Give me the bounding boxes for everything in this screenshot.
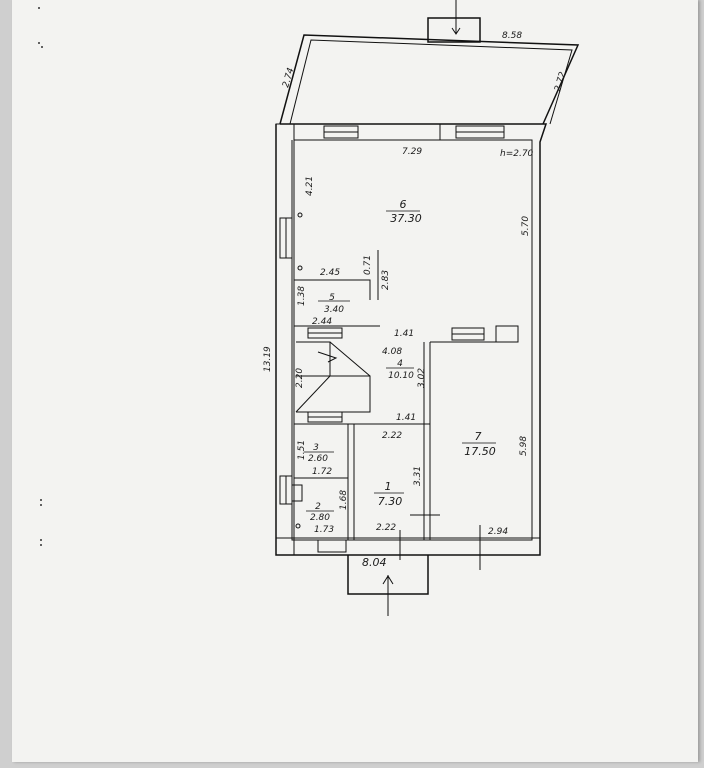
room1-top-dim: 2.22 (382, 431, 402, 441)
room1-right-dim: 3.31 (413, 466, 423, 486)
ceiling-height: h=2.70 (500, 149, 534, 159)
terrace-width: 8.58 (502, 31, 522, 41)
room-6-area: 37.30 (390, 212, 422, 225)
room-3-area: 2.60 (308, 454, 328, 464)
room-4-area: 10.10 (388, 371, 414, 381)
room-7-area: 17.50 (464, 445, 496, 458)
terrace-left-dim: 2.74 (281, 67, 296, 89)
entrance-width-dim: 8.04 (362, 556, 387, 569)
room-7-number: 7 (475, 430, 482, 443)
staircase (295, 341, 371, 413)
room2-height-dim: 1.68 (339, 490, 349, 510)
room3-height-dim: 1.51 (297, 440, 307, 460)
hall-bottom-dim: 1.41 (396, 413, 416, 423)
room-1-area: 7.30 (378, 495, 403, 508)
margin-marks (38, 7, 43, 546)
terrace-right-dim: 2.72 (553, 71, 568, 93)
top-wall-dim: 7.29 (402, 147, 422, 157)
room-4-number: 4 (397, 359, 403, 369)
room5-width-dim: 2.45 (320, 268, 340, 278)
room5-bottom-dim: 2.44 (312, 317, 332, 327)
room7-bottom-dim: 2.94 (488, 527, 508, 537)
room-3-number: 3 (313, 443, 319, 453)
bathroom-fixtures (291, 212, 303, 529)
drawing-sheet (12, 0, 698, 762)
room-1-number: 1 (385, 480, 392, 493)
stair-height-dim: 2.20 (295, 368, 305, 388)
room5-right-dim: 2.83 (381, 270, 391, 290)
room-2-area: 2.80 (310, 513, 330, 523)
room-6-number: 6 (400, 198, 407, 211)
room3-bottom-dim: 1.72 (312, 467, 332, 477)
room1-bottom-dim: 2.22 (376, 523, 396, 533)
terrace (279, 0, 580, 125)
room6-right-dim: 5.70 (521, 216, 531, 236)
overall-length-dim: 13.19 (263, 346, 273, 372)
room2-bottom-dim: 1.73 (314, 525, 334, 535)
hall-width-dim: 4.08 (382, 347, 402, 357)
room5-height-dim: 1.38 (297, 286, 307, 306)
room-5-number: 5 (329, 293, 335, 303)
hall-top-dim: 1.41 (394, 329, 414, 339)
outer-walls (275, 123, 548, 556)
room6-left-dim: 4.21 (305, 176, 315, 196)
hall-right-dim: 3.02 (417, 368, 427, 388)
room-5-area: 3.40 (324, 305, 344, 315)
room5-small-dim: 0.71 (363, 255, 373, 275)
entrance-porch (347, 555, 429, 616)
room7-right-dim: 5.98 (519, 436, 529, 456)
interior-walls (294, 250, 519, 570)
room-2-number: 2 (315, 502, 321, 512)
